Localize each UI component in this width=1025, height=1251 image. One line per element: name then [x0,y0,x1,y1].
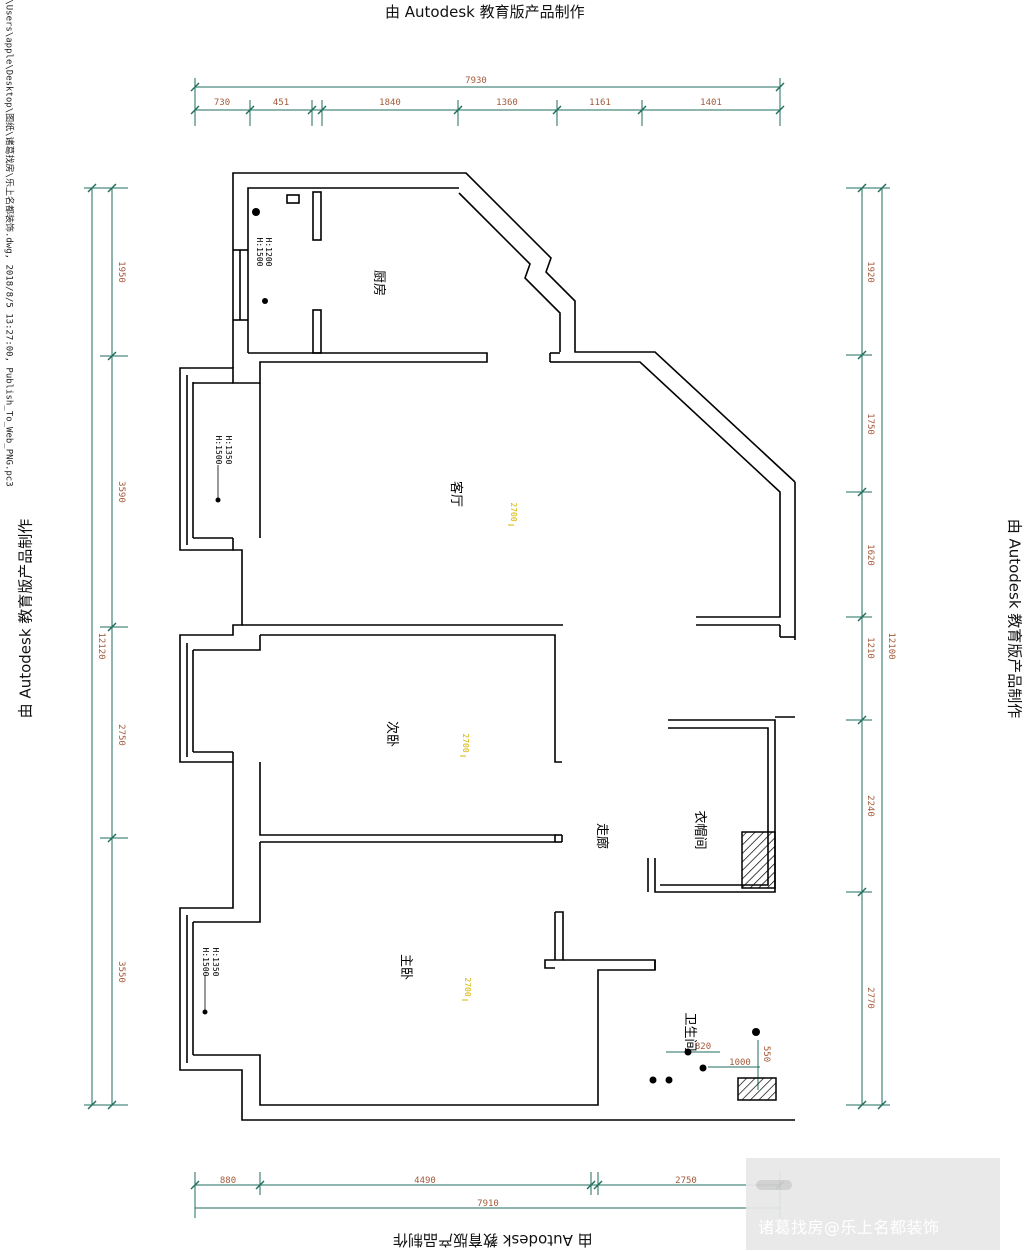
dim-bottom-seg: 4490 [414,1176,436,1186]
dim-left-seg: 3590 [116,481,126,503]
dim-top-seg: 1161 [589,98,611,108]
room-label-kitchen: 厨房 [371,270,387,296]
watermark-left: 由 Autodesk 教育版产品制作 [16,518,35,719]
file-path-stamp: C:\Users\apple\Desktop\图纸\诸葛找房\乐上名都装饰.dw… [3,0,14,487]
kitchen-note: H:1200 [264,238,273,267]
dim-left-seg: 2750 [116,724,126,746]
dimension-ticks [87,82,887,1190]
watermark-right: 由 Autodesk 教育版产品制作 [1005,518,1024,719]
master-note: H:1350 [211,948,220,977]
brand-logo-icon [756,1180,792,1190]
dim-right-seg: 1620 [865,544,875,566]
walls [179,172,796,1121]
dim-bottom-total: 7910 [477,1199,499,1209]
dim-right-seg: 1920 [865,261,875,283]
living-note: H:1350 [224,436,233,465]
dim-right-total: 12100 [886,632,896,659]
ceiling-mark-living: 2700 [509,502,518,521]
floor-plan: 7930 730 451 1840 1360 1161 1401 880 449… [84,76,896,1218]
dim-left-total: 12120 [96,632,106,659]
dim-top-seg: 451 [273,98,289,108]
dim-bath-a: 820 [695,1042,711,1052]
fixture-notes: H:1200 H:1500 H:1350 H:1500 H:1350 H:150… [201,238,273,977]
dim-top-seg: 1360 [496,98,518,108]
room-label-second: 次卧 [384,721,400,747]
brand-text: 诸葛找房@乐上名都装饰 [758,1218,940,1237]
room-label-corridor: 走廊 [594,823,610,849]
dim-left-seg: 1950 [116,261,126,283]
dimension-texts: 7930 730 451 1840 1360 1161 1401 880 449… [96,76,896,1209]
dim-left-seg: 3550 [116,961,126,983]
dim-top-seg: 1401 [700,98,722,108]
dim-bath-b: 1000 [729,1058,751,1068]
dim-bottom-seg: 880 [220,1176,236,1186]
room-label-living: 客厅 [448,481,464,507]
ceiling-mark-symbols [460,524,514,1001]
room-label-bathroom: 卫生间 [682,1012,697,1051]
dim-right-seg: 2770 [865,987,875,1009]
dim-top-total: 7930 [465,76,487,86]
watermark-top: 由 Autodesk 教育版产品制作 [385,3,585,21]
dim-right-seg: 2240 [865,795,875,817]
dim-top-seg: 730 [214,98,230,108]
dim-bath-c: 550 [761,1046,771,1062]
ceiling-mark-master: 2700 [463,977,472,996]
dim-top-seg: 1840 [379,98,401,108]
dimension-lines [84,78,890,1218]
room-label-master: 主卧 [398,954,413,980]
bathroom-hatch [737,1077,777,1101]
dim-right-seg: 1750 [865,413,875,435]
fixture-leaders [204,465,219,1012]
fixtures [202,208,760,1084]
ceiling-marks: 2700 2700 2700 [461,502,518,996]
room-labels: 厨房 客厅 次卧 走廊 衣帽间 主卧 卫生间 [371,270,708,1052]
living-note-2: H:1500 [214,436,223,465]
ceiling-mark-second: 2700 [461,733,470,752]
watermark-bottom: 由 Autodesk 教育版产品制作 [393,1231,593,1249]
dim-bottom-seg: 2750 [675,1176,697,1186]
dim-right-seg: 1210 [865,637,875,659]
master-note-2: H:1500 [201,948,210,977]
room-label-cloakroom: 衣帽间 [692,810,708,849]
brand-watermark: 诸葛找房@乐上名都装饰 [746,1158,1000,1250]
kitchen-note-2: H:1500 [255,238,264,267]
cloakroom-hatch [741,831,776,889]
